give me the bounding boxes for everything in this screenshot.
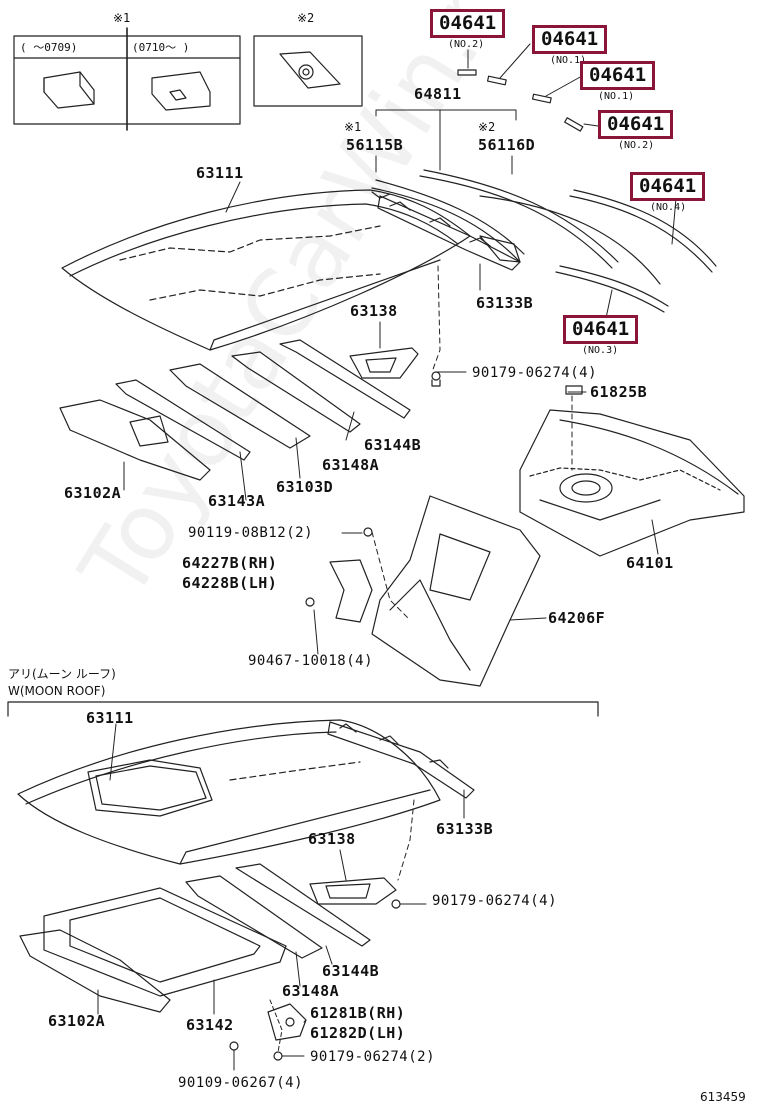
roof-panel-moonroof bbox=[17, 719, 441, 865]
moonroof-front-member bbox=[19, 929, 171, 1013]
part-label-64811[interactable]: 64811 bbox=[414, 85, 462, 103]
roof-panel-upper bbox=[61, 189, 471, 351]
inset-star-1: ※1 bbox=[113, 11, 131, 25]
highlight-note: (NO.3) bbox=[582, 345, 619, 356]
highlight-tag[interactable]: 04641 bbox=[563, 315, 639, 344]
moonroof-label-90109[interactable]: 90109-06267(4) bbox=[178, 1075, 304, 1091]
moonroof-label-63144B[interactable]: 63144B bbox=[322, 962, 380, 980]
highlight-tag[interactable]: 04641 bbox=[580, 61, 656, 90]
highlight-tag[interactable]: 04641 bbox=[532, 25, 608, 54]
part-label-63143A[interactable]: 63143A bbox=[208, 492, 266, 510]
moonroof-label-90179b[interactable]: 90179-06274(2) bbox=[310, 1049, 436, 1065]
part-label-56116D[interactable]: 56116D bbox=[478, 136, 536, 154]
part-label-64228B[interactable]: 64228B(LH) bbox=[182, 574, 278, 592]
leader-lines-moonroof bbox=[97, 723, 465, 1071]
moonroof-cross-members bbox=[185, 863, 371, 959]
highlight-tag[interactable]: 04641 bbox=[598, 110, 674, 139]
highlight-note: (NO.4) bbox=[650, 202, 687, 213]
part-label-63144B[interactable]: 63144B bbox=[364, 436, 422, 454]
inset-col-1: ( ～0709) bbox=[20, 41, 78, 54]
highlight-tag[interactable]: 04641 bbox=[630, 172, 706, 201]
highlight-note: (NO.1) bbox=[598, 91, 635, 102]
bolt-moonroof-90179b bbox=[273, 1051, 283, 1061]
moonroof-label-90179a[interactable]: 90179-06274(4) bbox=[432, 893, 558, 909]
bolt-90119 bbox=[363, 527, 373, 537]
label-star-2: ※2 bbox=[478, 120, 496, 134]
moonroof-title-jp: アリ(ムーン ルーフ) bbox=[8, 667, 116, 681]
part-label-64227B[interactable]: 64227B(RH) bbox=[182, 554, 278, 572]
part-label-63133B[interactable]: 63133B bbox=[476, 294, 534, 312]
part-label-64206F[interactable]: 64206F bbox=[548, 609, 606, 627]
package-tray-64101 bbox=[519, 409, 745, 557]
highlight-note: (NO.2) bbox=[448, 39, 485, 50]
part-label-90119[interactable]: 90119-08B12(2) bbox=[188, 525, 314, 541]
moonroof-label-63111[interactable]: 63111 bbox=[86, 709, 134, 727]
bolt-90179-upper bbox=[431, 371, 441, 387]
label-star-1: ※1 bbox=[344, 120, 362, 134]
inset-box-2 bbox=[253, 35, 363, 107]
moonroof-label-63133B[interactable]: 63133B bbox=[436, 820, 494, 838]
moonroof-title-en: W(MOON ROOF) bbox=[8, 684, 106, 698]
part-label-64101[interactable]: 64101 bbox=[626, 554, 674, 572]
highlight-note: (NO.1) bbox=[550, 55, 587, 66]
highlight-note: (NO.2) bbox=[618, 140, 655, 151]
part-label-63138[interactable]: 63138 bbox=[350, 302, 398, 320]
inset-col-2: (0710～ ) bbox=[132, 41, 190, 54]
moonroof-label-63138[interactable]: 63138 bbox=[308, 830, 356, 848]
bracket-moonroof-63133B bbox=[327, 721, 475, 799]
part-label-56115B[interactable]: 56115B bbox=[346, 136, 404, 154]
bracket-63133B bbox=[377, 195, 521, 271]
part-label-63111[interactable]: 63111 bbox=[196, 164, 244, 182]
hinge-61281B bbox=[267, 1003, 307, 1041]
bracket-64227B bbox=[329, 559, 373, 623]
highlight-tag[interactable]: 04641 bbox=[430, 9, 506, 38]
bolt-90467 bbox=[305, 597, 315, 607]
inset-box-1 bbox=[13, 27, 241, 131]
clip-strips bbox=[457, 69, 584, 132]
bracket-63138 bbox=[349, 347, 419, 379]
moonroof-label-61281B[interactable]: 61281B(RH) bbox=[310, 1004, 406, 1022]
part-label-63102A[interactable]: 63102A bbox=[64, 484, 122, 502]
bracket-moonroof-63138 bbox=[309, 877, 397, 905]
cross-members bbox=[59, 339, 411, 481]
bolt-moonroof-90179a bbox=[391, 899, 401, 909]
moonroof-section-border bbox=[7, 701, 599, 717]
roof-rails bbox=[371, 169, 717, 313]
moonroof-label-63142[interactable]: 63142 bbox=[186, 1016, 234, 1034]
figure-number: 613459 bbox=[700, 1090, 746, 1104]
part-label-90467[interactable]: 90467-10018(4) bbox=[248, 653, 374, 669]
moonroof-label-63148A[interactable]: 63148A bbox=[282, 982, 340, 1000]
bolt-moonroof-90109 bbox=[229, 1041, 239, 1051]
part-label-63148A[interactable]: 63148A bbox=[322, 456, 380, 474]
sunroof-frame-63142 bbox=[43, 887, 287, 997]
plate-61825B bbox=[565, 385, 583, 395]
rear-panel-64206F bbox=[371, 495, 541, 687]
part-label-61825B[interactable]: 61825B bbox=[590, 383, 648, 401]
moonroof-label-61282D[interactable]: 61282D(LH) bbox=[310, 1024, 406, 1042]
moonroof-label-63102A[interactable]: 63102A bbox=[48, 1012, 106, 1030]
inset-star-2: ※2 bbox=[297, 11, 315, 25]
part-label-63103D[interactable]: 63103D bbox=[276, 478, 334, 496]
part-label-90179-upper[interactable]: 90179-06274(4) bbox=[472, 365, 598, 381]
leader-lines-upper bbox=[123, 43, 677, 655]
